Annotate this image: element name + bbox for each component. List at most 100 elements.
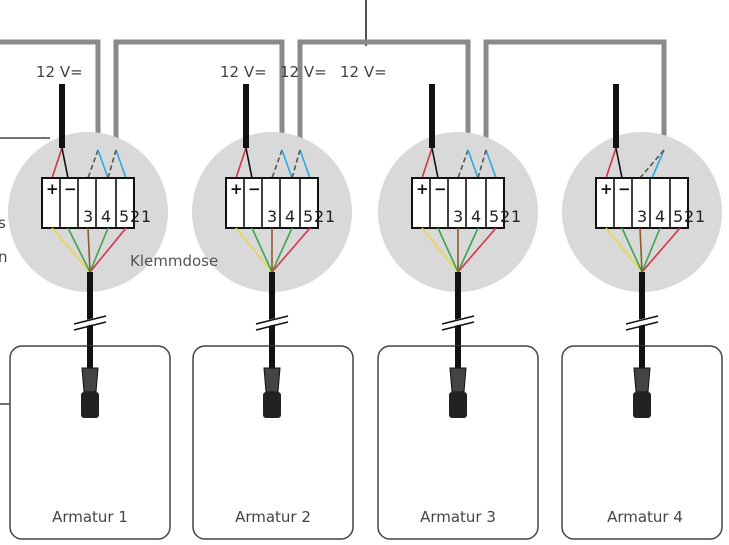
green-wire: [251, 227, 273, 273]
connector-body: [81, 392, 99, 418]
voltage-label: 12 V=: [220, 63, 267, 81]
terminal-number-4: 4: [471, 207, 481, 226]
red-wire: [605, 147, 617, 179]
blue-wire: [299, 149, 311, 179]
green-wire: [641, 227, 661, 273]
terminal-number-5: 5: [119, 207, 129, 226]
terminal-number-4: 4: [101, 207, 111, 226]
voltage-label: 12 V=: [280, 63, 327, 81]
connector-body: [633, 392, 651, 418]
unit-2: + − 3 4 5 2 1 Armatur 2: [192, 84, 354, 540]
black-wire: [431, 147, 439, 179]
terminal-plus: +: [600, 180, 613, 198]
blue-wire: [281, 149, 293, 179]
terminal-number-1: 1: [695, 207, 705, 226]
terminal-number-1: 1: [141, 207, 151, 226]
unit-4: + − 3 4 5 2 1 Armatur 4: [561, 84, 723, 540]
green-wire: [457, 227, 479, 273]
red-wire: [271, 227, 311, 273]
connector-plug: [449, 367, 467, 393]
terminal-minus: −: [434, 180, 447, 198]
terminal-plus: +: [416, 180, 429, 198]
red-wire: [235, 147, 247, 179]
bus-wire-dashed: [639, 149, 665, 179]
terminal-number-4: 4: [655, 207, 665, 226]
black-wire: [615, 147, 623, 179]
brown-wire: [87, 227, 91, 273]
blue-wire: [467, 149, 479, 179]
junction-box-label: Klemmdose: [130, 252, 218, 270]
connector-plug: [81, 367, 99, 393]
terminal-number-5: 5: [303, 207, 313, 226]
terminal-number-2: 2: [500, 207, 510, 226]
yellow-wire: [51, 227, 91, 273]
terminal-number-5: 5: [673, 207, 683, 226]
edge-text-fragment: n: [0, 248, 8, 266]
fixture-label: Armatur 4: [607, 508, 683, 526]
cable-break-mark: [441, 321, 475, 331]
connector-plug: [633, 367, 651, 393]
terminal-block: [595, 177, 689, 229]
bus-cable-b: [113, 39, 285, 150]
cable-break-mark: [255, 321, 289, 331]
cable-break-mark: [255, 315, 289, 325]
green-wire: [437, 227, 459, 273]
terminal-number-1: 1: [325, 207, 335, 226]
yellow-wire: [605, 227, 643, 273]
terminal-number-3: 3: [453, 207, 463, 226]
unit-1: + − 3 4 5 2 1 Armatur 1: [8, 84, 171, 540]
voltage-label: 12 V=: [340, 63, 387, 81]
terminal-block: [225, 177, 319, 229]
unit-3: + − 3 4 5 2 1 Armatur 3: [377, 84, 539, 540]
edge-text-fragment: s: [0, 214, 6, 232]
bus-wire-dashed: [107, 149, 117, 179]
terminal-number-4: 4: [285, 207, 295, 226]
green-wire: [271, 227, 293, 273]
black-wire: [245, 147, 253, 179]
bus-wire-dashed: [291, 149, 301, 179]
green-wire: [67, 227, 91, 273]
terminal-minus: −: [248, 180, 261, 198]
terminal-minus: −: [618, 180, 631, 198]
blue-wire: [115, 149, 127, 179]
terminal-minus: −: [64, 180, 77, 198]
terminal-number-3: 3: [267, 207, 277, 226]
cable-break-gap: [255, 315, 289, 329]
connector-plug: [263, 367, 281, 393]
fixture-label: Armatur 3: [420, 508, 496, 526]
terminal-number-2: 2: [684, 207, 694, 226]
cable-break-mark: [441, 315, 475, 325]
voltage-label: 12 V=: [36, 63, 83, 81]
connector-body: [449, 392, 467, 418]
bus-cable-a: [0, 39, 101, 150]
yellow-wire: [235, 227, 273, 273]
bus-wire-dashed: [477, 149, 487, 179]
fixture-label: Armatur 2: [235, 508, 311, 526]
yellow-wire: [421, 227, 459, 273]
brown-wire: [639, 227, 643, 273]
units: + − 3 4 5 2 1 Armatur 1: [8, 84, 723, 540]
red-wire: [51, 147, 63, 179]
bus-cable-d: [483, 39, 667, 150]
bus-cables: [0, 0, 667, 150]
red-wire: [421, 147, 433, 179]
terminal-plus: +: [46, 180, 59, 198]
terminal-number-2: 2: [130, 207, 140, 226]
bus-wire-dashed: [271, 149, 283, 179]
black-wire: [61, 147, 69, 179]
red-wire: [641, 227, 681, 273]
red-wire: [89, 227, 127, 273]
terminal-plus: +: [230, 180, 243, 198]
cable-break-mark: [625, 315, 659, 325]
terminal-number-3: 3: [83, 207, 93, 226]
bus-wire-dashed: [457, 149, 469, 179]
green-wire: [621, 227, 643, 273]
connector-body: [263, 392, 281, 418]
red-wire: [457, 227, 497, 273]
cable-break-gap: [441, 315, 475, 329]
green-wire: [89, 227, 109, 273]
terminal-block: [411, 177, 505, 229]
terminal-number-5: 5: [489, 207, 499, 226]
terminal-number-3: 3: [637, 207, 647, 226]
